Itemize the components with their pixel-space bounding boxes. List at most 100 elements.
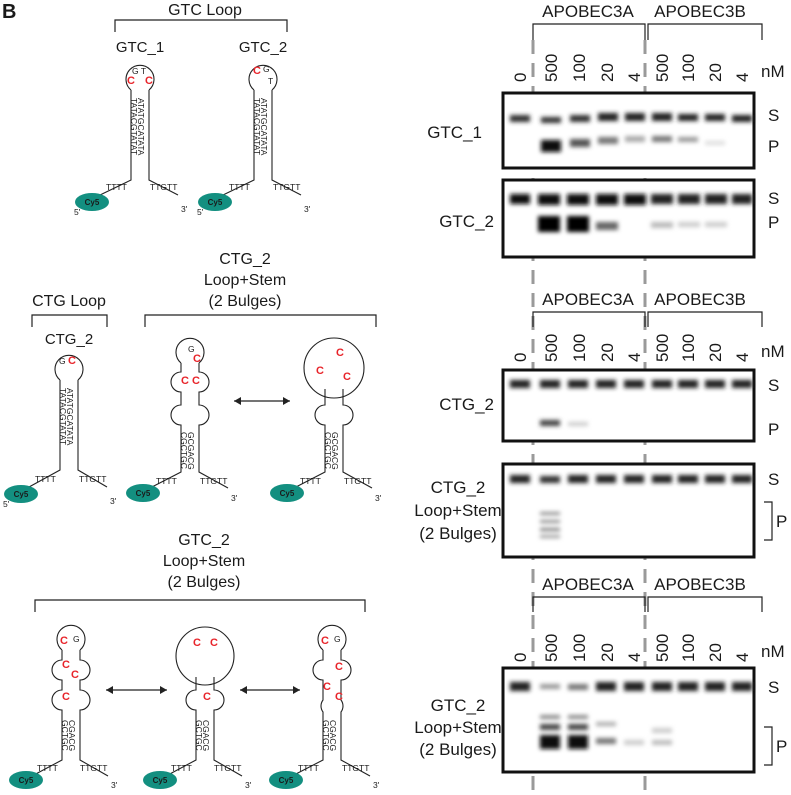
svg-text:CTG_2: CTG_2	[431, 478, 486, 497]
svg-text:TTTT: TTTT	[171, 763, 192, 773]
gel-gtc2: GTC_2 S P	[439, 178, 779, 259]
gtc1-red-c2-icon: C	[145, 75, 153, 87]
ctg2-equilibrium-arrow	[234, 397, 290, 405]
ctg2-red-c-icon: C	[68, 355, 76, 367]
gtc2-cy5-dye-icon	[198, 193, 232, 211]
svg-text:C: C	[335, 661, 343, 673]
ctg-loop-bracket	[31, 314, 108, 327]
gtc2-bulge-structure-a: C G C C C GCTGC CGACG TTTT TTGTT Cy5 3'	[9, 624, 118, 790]
svg-text:APOBEC3A: APOBEC3A	[542, 290, 634, 309]
lane-label: 4	[733, 653, 752, 662]
gtc2-hairpin: C G T TATACGTATAT ATATGCATATA TTTT TTGTT…	[197, 64, 311, 217]
gtc1-3prime: 3'	[181, 204, 188, 214]
ctg-loop-group-label: CTG Loop	[32, 293, 106, 310]
svg-text:C: C	[192, 375, 200, 387]
lane-label: 100	[679, 334, 698, 362]
svg-text:TATACGTATAT: TATACGTATAT	[58, 388, 68, 445]
svg-text:S: S	[768, 376, 779, 395]
svg-text:TTGTT: TTGTT	[342, 763, 369, 773]
unit-label: nM	[761, 342, 785, 361]
svg-text:3': 3'	[373, 780, 380, 790]
lane-label: 100	[679, 54, 698, 82]
lane-label: 500	[542, 54, 561, 82]
gel-ctg2-loopstem: CTG_2 Loop+Stem (2 Bulges) S P	[414, 462, 787, 559]
gtc2-equilibrium-arrow-1	[106, 686, 167, 694]
lane-label: 0	[511, 73, 530, 82]
gtc1-red-c1-icon: C	[127, 75, 135, 87]
gtc1-stem-left: TATACGTATAT	[129, 98, 139, 155]
svg-text:3': 3'	[110, 496, 117, 506]
svg-text:G: G	[188, 344, 195, 354]
ctg2-bulge-structure-a: G C C C CGCTGC GCGACG TTTT TTGTT Cy5 3'	[126, 337, 238, 503]
svg-text:CGCTGC: CGCTGC	[179, 432, 189, 469]
svg-text:Cy5: Cy5	[279, 776, 294, 785]
gtc-loop-bracket	[114, 19, 288, 32]
gtc1-5prime: 5'	[74, 207, 81, 217]
ctg2-b-cy5-dye-icon	[270, 484, 304, 502]
ctg2-bulge-structure-b: C C C CGCTGC GCGACG TTTT TTGTT Cy5 3'	[270, 337, 382, 503]
svg-text:TTTT: TTTT	[298, 763, 319, 773]
lane-label: 20	[598, 343, 617, 362]
ctg-loopstem-line2: Loop+Stem	[204, 272, 286, 289]
lane-label: 500	[653, 634, 672, 662]
svg-text:CGACG: CGACG	[201, 720, 211, 751]
panel-letter: B	[2, 1, 16, 23]
svg-text:(2 Bulges): (2 Bulges)	[168, 574, 241, 591]
gtc-loopstem-bracket	[34, 599, 366, 612]
unit-label: nM	[761, 642, 785, 661]
svg-text:C: C	[210, 637, 218, 649]
svg-text:C: C	[60, 635, 68, 647]
lane-label: 4	[625, 653, 644, 662]
ctg-loopstem-line3: (2 Bulges)	[209, 293, 282, 310]
svg-text:P: P	[776, 512, 787, 531]
gel-gtc2-label: GTC_2	[439, 212, 494, 231]
svg-text:Cy5: Cy5	[136, 489, 151, 498]
svg-text:C: C	[321, 635, 329, 647]
lane-label: 0	[511, 653, 530, 662]
svg-text:GTC_2: GTC_2	[431, 696, 486, 715]
gtc1-5tail: TTTT	[106, 182, 127, 192]
gtc-loopstem-labels: GTC_2 Loop+Stem (2 Bulges)	[34, 532, 366, 612]
lane-label: 500	[653, 54, 672, 82]
svg-text:C: C	[323, 681, 331, 693]
ctg-loopstem-bracket	[144, 314, 377, 327]
svg-text:APOBEC3B: APOBEC3B	[654, 290, 746, 309]
svg-text:3': 3'	[231, 493, 238, 503]
svg-text:C: C	[71, 669, 79, 681]
svg-text:TTTT: TTTT	[37, 763, 58, 773]
svg-text:G: G	[59, 356, 66, 366]
svg-text:P: P	[768, 213, 779, 232]
svg-text:Cy5: Cy5	[19, 776, 34, 785]
svg-text:GCGACG: GCGACG	[330, 432, 340, 470]
svg-text:C: C	[343, 371, 351, 383]
gel-ctg2: CTG_2 S P	[439, 368, 779, 443]
svg-text:TTGTT: TTGTT	[80, 763, 107, 773]
lane-label: 4	[625, 73, 644, 82]
svg-text:Loop+Stem: Loop+Stem	[163, 553, 245, 570]
svg-text:P: P	[768, 420, 779, 439]
svg-text:3': 3'	[375, 493, 382, 503]
lane-label: 4	[625, 353, 644, 362]
gtc1-stem-right: ATATGCATATA	[136, 98, 146, 156]
gtc1-hairpin: G T C C TATACGTATAT ATATGCATATA TTTT TTG…	[74, 64, 188, 217]
lane-label: 500	[653, 334, 672, 362]
svg-text:GTC_2: GTC_2	[178, 532, 230, 549]
svg-text:Cy5: Cy5	[153, 776, 168, 785]
svg-text:CGACG: CGACG	[67, 720, 77, 751]
svg-text:3': 3'	[304, 204, 311, 214]
gtc1-3tail: TTGTT	[150, 182, 177, 192]
unit-label: nM	[761, 62, 785, 81]
gel-ctg2-label: CTG_2	[439, 395, 494, 414]
lane-label: 100	[570, 334, 589, 362]
svg-text:TTGTT: TTGTT	[344, 476, 371, 486]
ctg-loopstem-line1: CTG_2	[219, 251, 271, 268]
gtc1-loop-seq: G T	[132, 66, 146, 76]
gtc-loop-group: GTC Loop GTC_1 GTC_2	[114, 2, 288, 56]
svg-text:CGCTGC: CGCTGC	[323, 432, 333, 469]
svg-text:C: C	[335, 691, 343, 703]
gtc2-bulge-structure-c: C G C C C GCTGC CGACG TTTT TTGTT Cy5 3'	[269, 624, 380, 790]
svg-text:G: G	[263, 64, 270, 74]
